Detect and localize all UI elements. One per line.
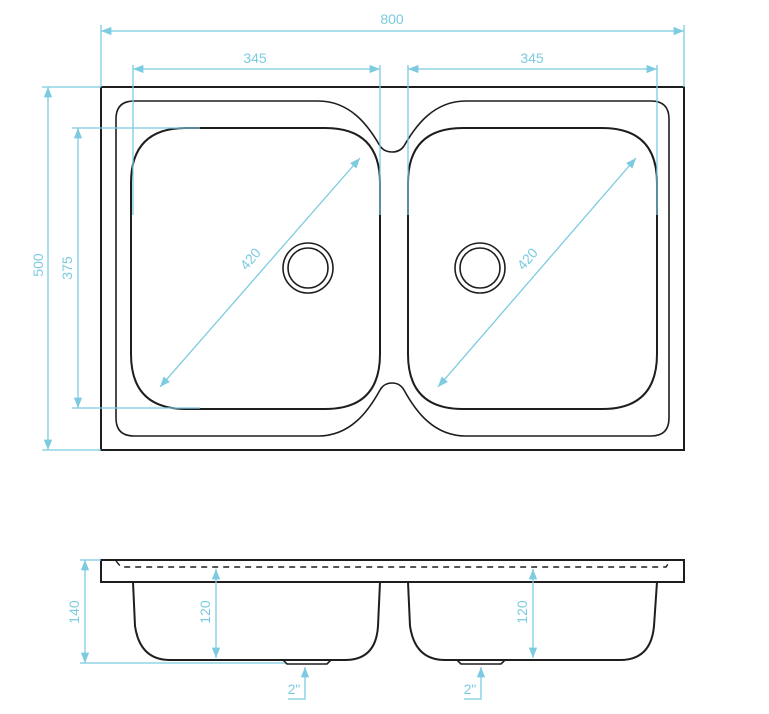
dimension-drain-left: 2"	[288, 667, 310, 700]
right-drain	[454, 242, 506, 294]
dimension-345-right: 345	[407, 50, 658, 215]
svg-text:140: 140	[66, 600, 82, 624]
dimension-345-left: 345	[132, 50, 381, 215]
dimension-140: 140	[66, 559, 285, 664]
svg-text:120: 120	[514, 600, 530, 624]
svg-text:120: 120	[197, 600, 213, 624]
dimension-drain-right: 2"	[464, 667, 486, 700]
top-view: 800 345 345 500 375 420	[30, 11, 685, 451]
dimension-375: 375	[59, 127, 200, 409]
right-bowl-profile	[407, 581, 658, 661]
sink-top-slab	[100, 559, 685, 583]
dimension-120-left: 120	[197, 569, 221, 658]
svg-text:420: 420	[514, 244, 542, 272]
dimension-120-right: 120	[514, 569, 538, 658]
svg-text:2": 2"	[464, 681, 477, 697]
right-drain-outlet	[456, 659, 506, 665]
left-drain	[282, 242, 334, 294]
svg-text:2": 2"	[288, 681, 301, 697]
svg-text:500: 500	[30, 253, 46, 277]
side-view: 140 120 120 2" 2"	[66, 559, 685, 700]
dimension-420-right: 420	[437, 157, 637, 388]
rim-hidden-line	[115, 560, 671, 568]
left-bowl	[130, 127, 381, 410]
right-bowl	[407, 127, 658, 410]
svg-text:345: 345	[520, 50, 544, 66]
svg-text:800: 800	[380, 11, 404, 27]
dimension-800: 800	[100, 11, 685, 87]
svg-text:375: 375	[59, 256, 75, 280]
left-drain-outlet	[282, 659, 332, 665]
svg-text:345: 345	[243, 50, 267, 66]
sink-outer-edge	[100, 86, 685, 451]
dimension-420-left: 420	[159, 157, 361, 388]
dimension-500: 500	[30, 86, 101, 451]
sink-inner-rim	[115, 100, 670, 437]
left-bowl-profile	[132, 581, 381, 661]
svg-text:420: 420	[237, 244, 265, 272]
